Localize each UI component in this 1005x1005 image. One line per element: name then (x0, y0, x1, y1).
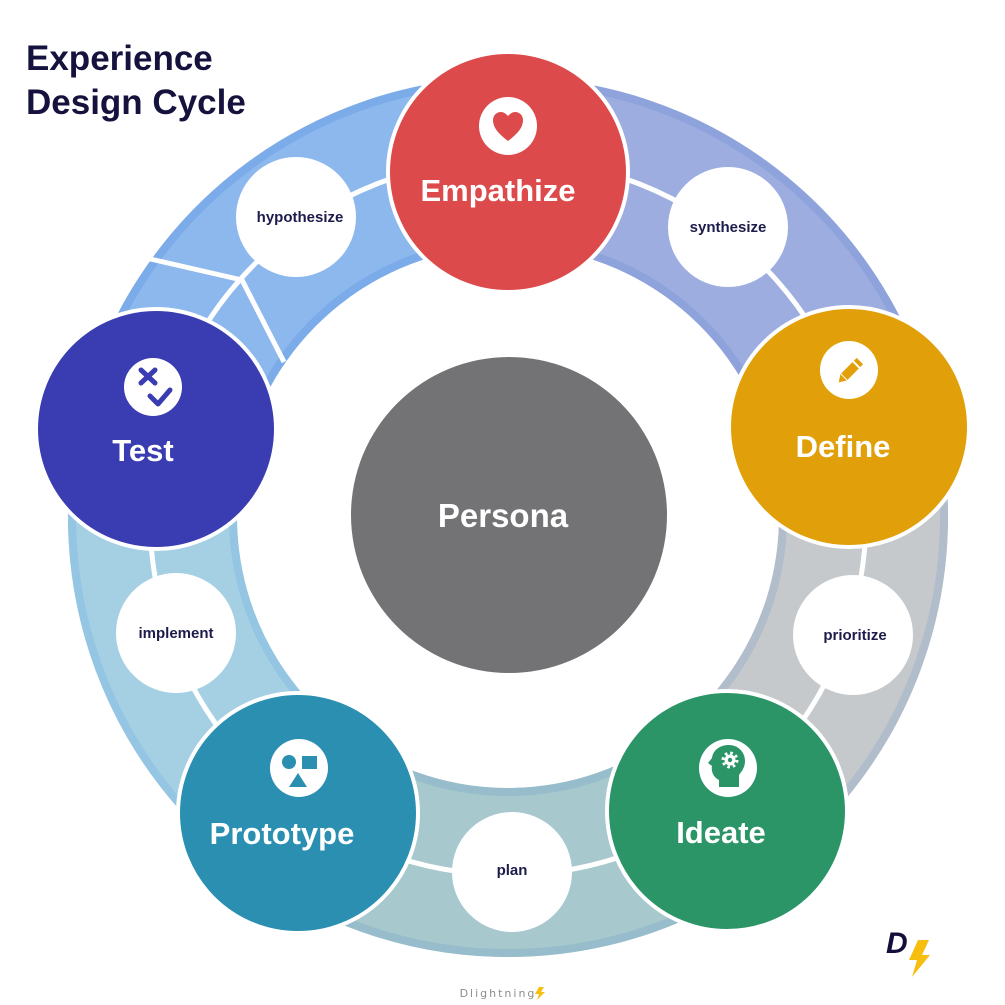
title-line-1: Experience (26, 39, 213, 78)
transition-label: prioritize (823, 627, 886, 644)
stage-circle (605, 689, 849, 933)
lightning-icon (535, 987, 545, 1000)
transition-synthesize[interactable]: synthesize (668, 167, 788, 287)
transition-implement[interactable]: implement (116, 573, 236, 693)
stage-circle (176, 691, 420, 935)
stage-circle (386, 50, 630, 294)
transition-prioritize[interactable]: prioritize (793, 575, 913, 695)
transition-label: hypothesize (257, 209, 344, 226)
transition-label: implement (138, 625, 213, 642)
transition-bubble (452, 812, 572, 932)
transition-label: plan (497, 862, 528, 879)
shapes-icon (270, 739, 328, 797)
stage-ideate[interactable]: Ideate (605, 689, 849, 933)
stage-test[interactable]: Test (34, 307, 278, 551)
stage-label: Define (796, 429, 891, 464)
heart-icon (479, 97, 537, 155)
head-gear-icon (699, 739, 757, 797)
lightning-icon (909, 940, 930, 977)
footer-text: Dlightning (460, 987, 537, 1000)
brand-logo: D (886, 927, 930, 977)
stage-circle (727, 305, 971, 549)
transition-hypothesize[interactable]: hypothesize (236, 157, 356, 277)
transition-label: synthesize (690, 219, 767, 236)
stage-label: Test (112, 433, 173, 468)
stage-prototype[interactable]: Prototype (176, 691, 420, 935)
transition-bubble (793, 575, 913, 695)
transition-bubble (236, 157, 356, 277)
ring-divider-line (145, 255, 287, 364)
stage-label: Prototype (210, 816, 355, 851)
transition-bubble (116, 573, 236, 693)
persona-label: Persona (438, 497, 569, 534)
stage-label: Empathize (420, 173, 575, 208)
pencil-icon (820, 341, 878, 399)
persona-circle (351, 357, 667, 673)
logo-letter: D (886, 927, 908, 960)
transition-plan[interactable]: plan (452, 812, 572, 932)
stage-label: Ideate (676, 815, 766, 850)
center-persona[interactable]: Persona (351, 357, 667, 673)
stage-define[interactable]: Define (727, 305, 971, 549)
title-line-2: Design Cycle (26, 83, 246, 122)
footer: Dlightning (460, 987, 545, 1000)
transition-bubble (668, 167, 788, 287)
stage-empathize[interactable]: Empathize (386, 50, 630, 294)
stage-circle (34, 307, 278, 551)
cross-check-icon (124, 358, 182, 416)
